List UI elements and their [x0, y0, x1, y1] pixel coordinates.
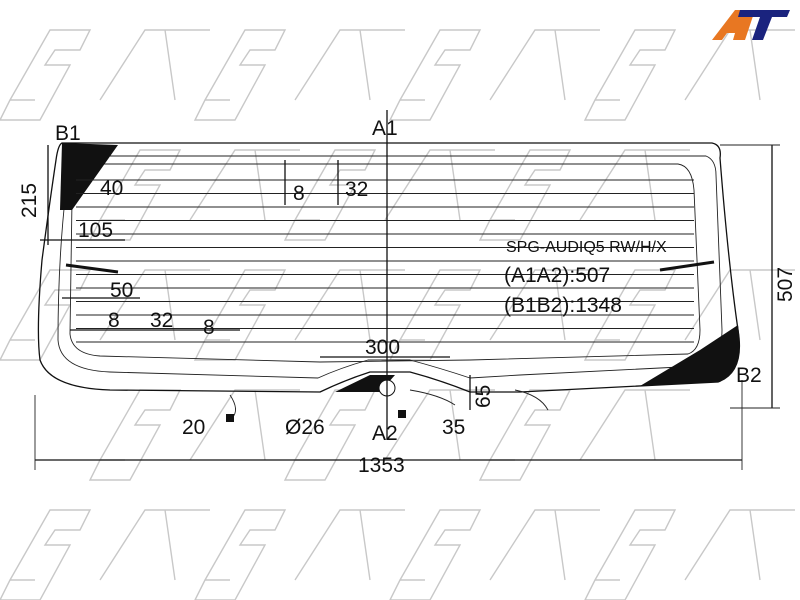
brand-logo: [712, 10, 790, 40]
a1a2-dimension: (A1A2):507: [504, 264, 610, 287]
watermark-glyph: [389, 509, 600, 600]
dim-65: 65: [472, 385, 495, 408]
watermark-glyph: [478, 149, 690, 241]
dim-26: Ø26: [285, 416, 325, 439]
dim-20: 20: [182, 416, 205, 439]
watermark-glyph: [583, 29, 795, 121]
dim-1353: 1353: [358, 454, 405, 477]
dimension-lines: [34, 110, 780, 470]
dim-50: 50: [110, 279, 133, 302]
watermark-pattern: [0, 29, 795, 600]
dim-32b: 32: [345, 178, 368, 201]
dim-35: 35: [442, 416, 465, 439]
wiper-mounts: [65, 260, 715, 422]
dim-8a: 8: [108, 309, 120, 332]
watermark-glyph: [88, 149, 300, 241]
dimension-labels: 215 40 105 50 8 32 8 8 32 300 65 20 Ø26 …: [18, 177, 797, 477]
watermark-glyph: [193, 269, 405, 361]
dim-40: 40: [100, 177, 123, 200]
watermark-glyph: [584, 509, 795, 600]
dim-8c: 8: [293, 182, 305, 205]
watermark-glyph: [478, 389, 690, 481]
glass-outline: [37, 142, 741, 397]
watermark-glyph: [194, 509, 405, 600]
dim-32a: 32: [150, 309, 173, 332]
label-b2: B2: [736, 364, 762, 387]
dim-105: 105: [78, 219, 113, 242]
dim-507: 507: [774, 267, 797, 302]
watermark-glyph: [0, 269, 210, 361]
watermark-glyph: [0, 29, 210, 121]
watermark-glyph: [193, 29, 405, 121]
dim-8b: 8: [203, 316, 215, 339]
label-a2: A2: [372, 422, 398, 445]
label-a1: A1: [372, 117, 398, 140]
watermark-glyph: [0, 509, 210, 600]
label-b1: B1: [55, 122, 81, 145]
watermark-glyph: [388, 269, 600, 361]
part-code: SPG-AUDIQ5 RW/H/X: [506, 239, 667, 256]
heater-grid: [76, 179, 694, 343]
dim-215: 215: [18, 183, 41, 218]
watermark-glyph: [283, 149, 495, 241]
b1b2-dimension: (B1B2):1348: [504, 294, 622, 317]
point-labels: A1 A2 B1 B2: [55, 117, 762, 445]
dim-300: 300: [365, 336, 400, 359]
part-info: SPG-AUDIQ5 RW/H/X (A1A2):507 (B1B2):1348: [504, 239, 667, 317]
watermark-glyph: [388, 29, 600, 121]
